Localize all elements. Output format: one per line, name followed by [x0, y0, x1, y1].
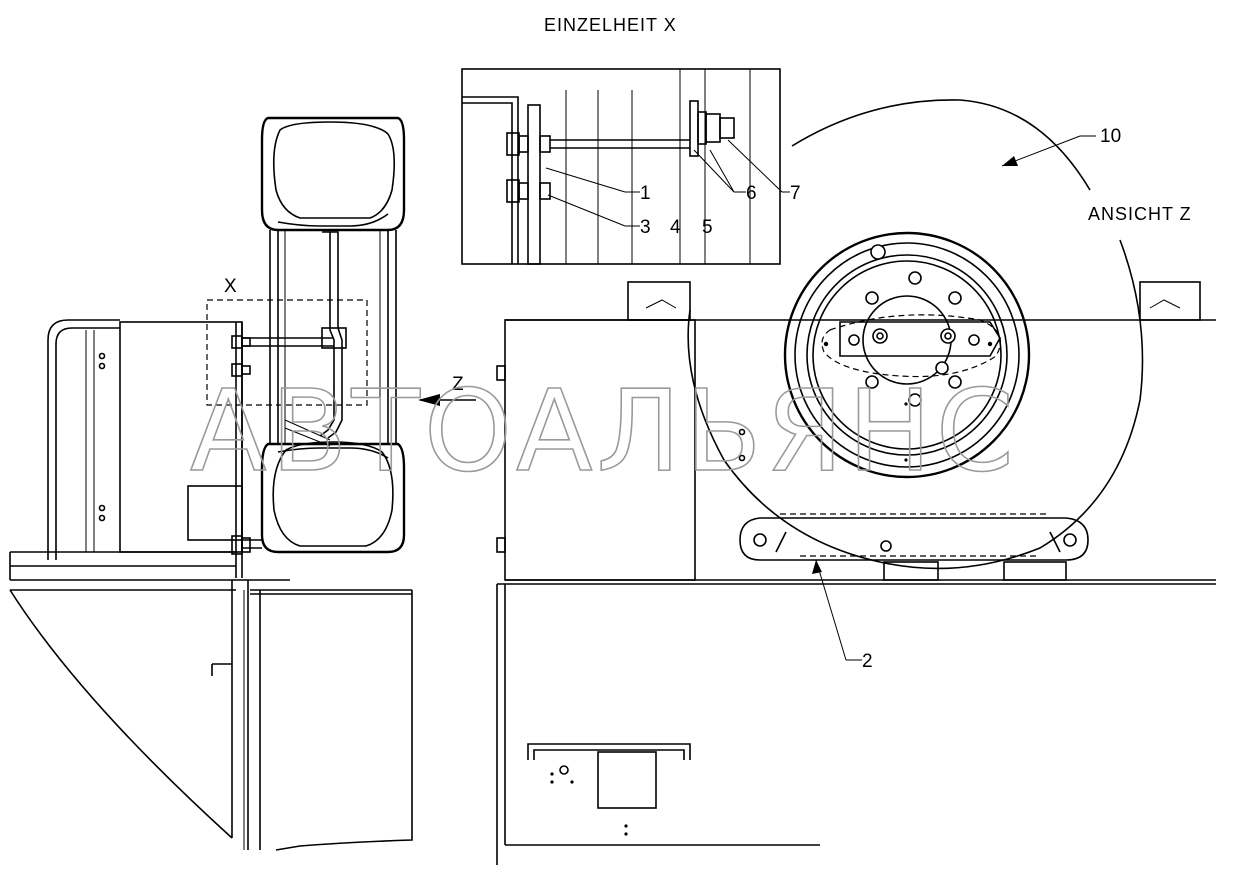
callout-5: 5	[702, 217, 713, 238]
watermark: АВТОАЛЬЯНС	[190, 367, 1018, 497]
callout-7: 7	[790, 183, 801, 204]
view-title: ANSICHT Z	[1088, 204, 1192, 224]
side-view: X Z	[9, 116, 476, 851]
view-z-marker: Z	[452, 374, 464, 395]
view-z: 10 2	[496, 99, 1216, 865]
detail-x-marker: X	[224, 276, 237, 297]
callout-10: 10	[1100, 126, 1121, 147]
callout-4: 4	[670, 217, 681, 238]
callout-2: 2	[862, 651, 873, 672]
callout-1: 1	[640, 183, 651, 204]
detail-x-inset: 1 3 4 5 6 7	[461, 68, 801, 265]
callout-3: 3	[640, 217, 651, 238]
callout-6: 6	[746, 183, 757, 204]
detail-title: EINZELHEIT X	[544, 15, 677, 35]
